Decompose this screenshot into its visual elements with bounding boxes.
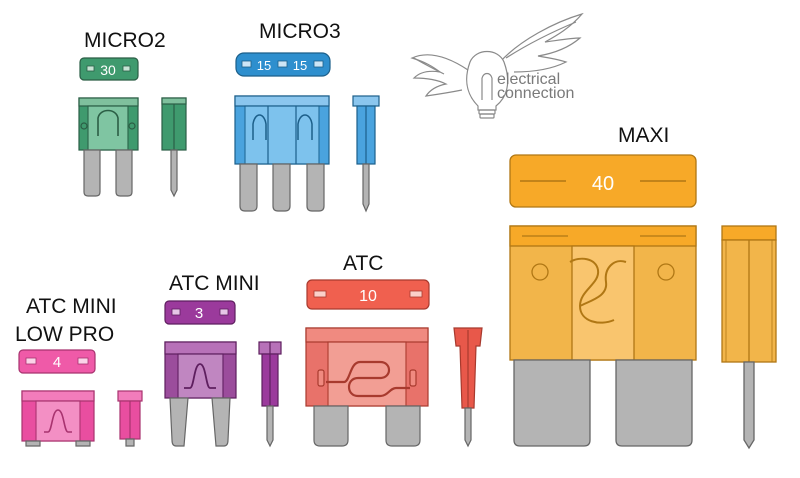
fuse-atc-mini-low-pro: ATC MINI LOW PRO 4 — [15, 295, 143, 447]
fuse-name-atc-mini: ATC MINI — [169, 272, 260, 295]
side-view-atc-mini — [258, 341, 282, 448]
rating-badge-micro3: 15 15 — [235, 52, 331, 77]
rating-atc-mini: 3 — [195, 305, 203, 322]
rating-micro3-a: 15 — [257, 58, 271, 73]
front-view-micro3 — [234, 95, 330, 212]
fuse-micro2: MICRO2 30 — [78, 29, 187, 198]
rating-badge-atc-mini-low-pro: 4 — [18, 349, 96, 374]
fuse-name-atc-mini-low-pro-line1: ATC MINI — [26, 295, 117, 318]
logo-line1: electrical — [497, 71, 560, 88]
front-view-atc-mini-low-pro — [21, 390, 95, 447]
fuse-name-maxi: MAXI — [618, 124, 669, 147]
side-view-maxi — [721, 225, 777, 450]
rating-micro2: 30 — [100, 62, 116, 78]
fuse-atc: ATC 10 — [305, 252, 483, 448]
winged-bulb-icon — [410, 12, 584, 119]
rating-badge-maxi: 40 — [509, 154, 697, 208]
front-view-atc-mini — [164, 341, 237, 447]
fuse-atc-mini: ATC MINI 3 — [164, 272, 282, 448]
rating-atc: 10 — [359, 288, 377, 305]
fuse-name-atc-mini-low-pro-line2: LOW PRO — [15, 323, 114, 346]
side-view-micro2 — [161, 97, 187, 198]
rating-maxi: 40 — [592, 173, 614, 195]
electrical-connection-logo: electrical connection — [410, 12, 584, 119]
rating-atc-mini-low-pro: 4 — [53, 354, 61, 371]
fuse-name-atc: ATC — [343, 252, 383, 275]
rating-badge-atc-mini: 3 — [164, 300, 236, 325]
side-view-atc-mini-low-pro — [117, 390, 143, 447]
fuse-maxi: MAXI 40 — [509, 124, 777, 450]
side-view-micro3 — [352, 95, 380, 213]
front-view-maxi — [509, 225, 697, 447]
rating-badge-micro2: 30 — [79, 57, 139, 81]
front-view-atc — [305, 327, 429, 447]
logo-line2: connection — [497, 85, 574, 102]
side-view-atc — [453, 327, 483, 448]
fuse-name-micro3: MICRO3 — [259, 20, 341, 43]
front-view-micro2 — [78, 97, 139, 197]
rating-badge-atc: 10 — [306, 279, 430, 310]
fuse-name-micro2: MICRO2 — [84, 29, 166, 52]
fuse-micro3: MICRO3 15 15 — [234, 20, 380, 213]
rating-micro3-b: 15 — [293, 58, 307, 73]
